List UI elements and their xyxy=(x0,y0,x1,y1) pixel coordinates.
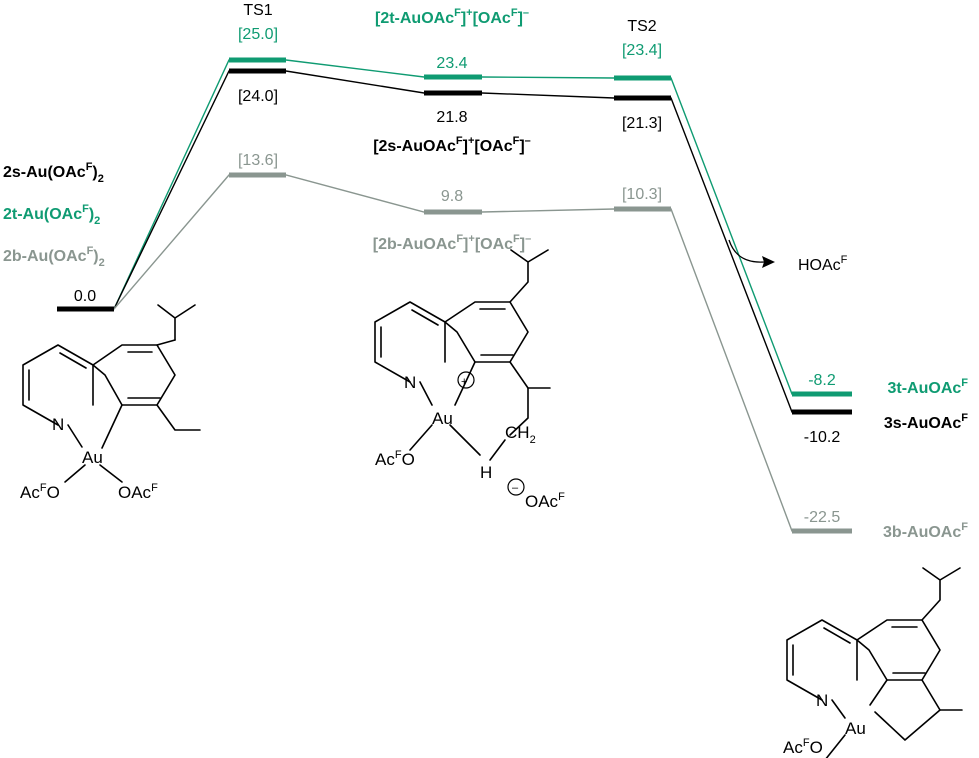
connector-t xyxy=(113,59,852,395)
energy-ts1-s: [24.0] xyxy=(238,88,278,105)
reactant-n: N xyxy=(52,415,64,434)
energy-int-b: 9.8 xyxy=(441,188,463,205)
intermediate-label-s: [2s-AuOAcF]+[OAcF]– xyxy=(373,135,531,155)
structure-intermediate: + – N Au AcFO H CH2 OAcF xyxy=(374,249,565,511)
energy-start: 0.0 xyxy=(74,288,96,305)
legend-t: 2t-Au(OAcF)2 xyxy=(3,203,100,227)
energy-ts2-s: [21.3] xyxy=(622,115,662,132)
product-oac: AcFO xyxy=(783,737,823,757)
energy-prod-b: -22.5 xyxy=(804,509,841,526)
energy-int-s: 21.8 xyxy=(436,109,467,126)
release-arrow xyxy=(728,239,765,263)
energy-ts1-b: [13.6] xyxy=(238,152,278,169)
structure-product: N Au AcFO xyxy=(783,567,963,758)
minus-charge-icon xyxy=(507,478,525,496)
reactant-oac-right: OAcF xyxy=(118,482,158,502)
hoac-label: HOAcF xyxy=(798,254,848,274)
release-arrowhead-icon xyxy=(762,256,775,268)
reactant-oac-left: AcFO xyxy=(20,482,60,502)
energy-prod-t: -8.2 xyxy=(808,372,836,389)
energy-ts2-t: [23.4] xyxy=(622,42,662,59)
intermediate-labels: [2t-AuOAcF]+[OAcF]– [2s-AuOAcF]+[OAcF]– … xyxy=(373,7,531,253)
energy-prod-s: -10.2 xyxy=(804,429,841,446)
levels xyxy=(57,57,852,534)
legend: 2s-Au(OAcF)2 2t-Au(OAcF)2 2b-Au(OAcF)2 xyxy=(3,161,105,269)
connectors xyxy=(113,59,852,532)
svg-text:–: – xyxy=(512,482,519,494)
energy-ts1-t: [25.0] xyxy=(238,26,278,43)
intermediate-oac-anion: OAcF xyxy=(525,491,565,511)
energy-int-t: 23.4 xyxy=(436,55,467,72)
intermediate-oac: AcFO xyxy=(375,449,415,469)
energy-ts2-b: [10.3] xyxy=(622,186,662,203)
product-label-t: 3t-AuOAcF xyxy=(887,377,968,397)
legend-b: 2b-Au(OAcF)2 xyxy=(3,245,105,269)
energy-labels: 0.0 [25.0] [24.0] [13.6] 23.4 21.8 9.8 [… xyxy=(74,26,840,526)
intermediate-h: H xyxy=(480,463,492,482)
intermediate-au: Au xyxy=(432,409,453,428)
stage-label-ts2: TS2 xyxy=(627,18,656,35)
legend-s: 2s-Au(OAcF)2 xyxy=(3,161,104,185)
structure-reactant: N Au AcFO OAcF xyxy=(20,304,201,502)
product-label-s: 3s-AuOAcF xyxy=(884,412,968,432)
intermediate-label-b: [2b-AuOAcF]+[OAcF]– xyxy=(373,233,531,253)
intermediate-ch2: CH2 xyxy=(505,423,536,446)
reactant-au: Au xyxy=(82,448,103,467)
product-labels: 3t-AuOAcF 3s-AuOAcF 3b-AuOAcF xyxy=(883,377,968,541)
product-au: Au xyxy=(845,719,866,738)
svg-text:+: + xyxy=(461,376,467,388)
intermediate-label-t: [2t-AuOAcF]+[OAcF]– xyxy=(375,7,529,27)
intermediate-n: N xyxy=(404,373,416,392)
plus-charge-icon xyxy=(457,371,475,389)
stage-label-ts1: TS1 xyxy=(243,2,272,19)
product-label-b: 3b-AuOAcF xyxy=(883,521,968,541)
product-n: N xyxy=(816,691,828,710)
